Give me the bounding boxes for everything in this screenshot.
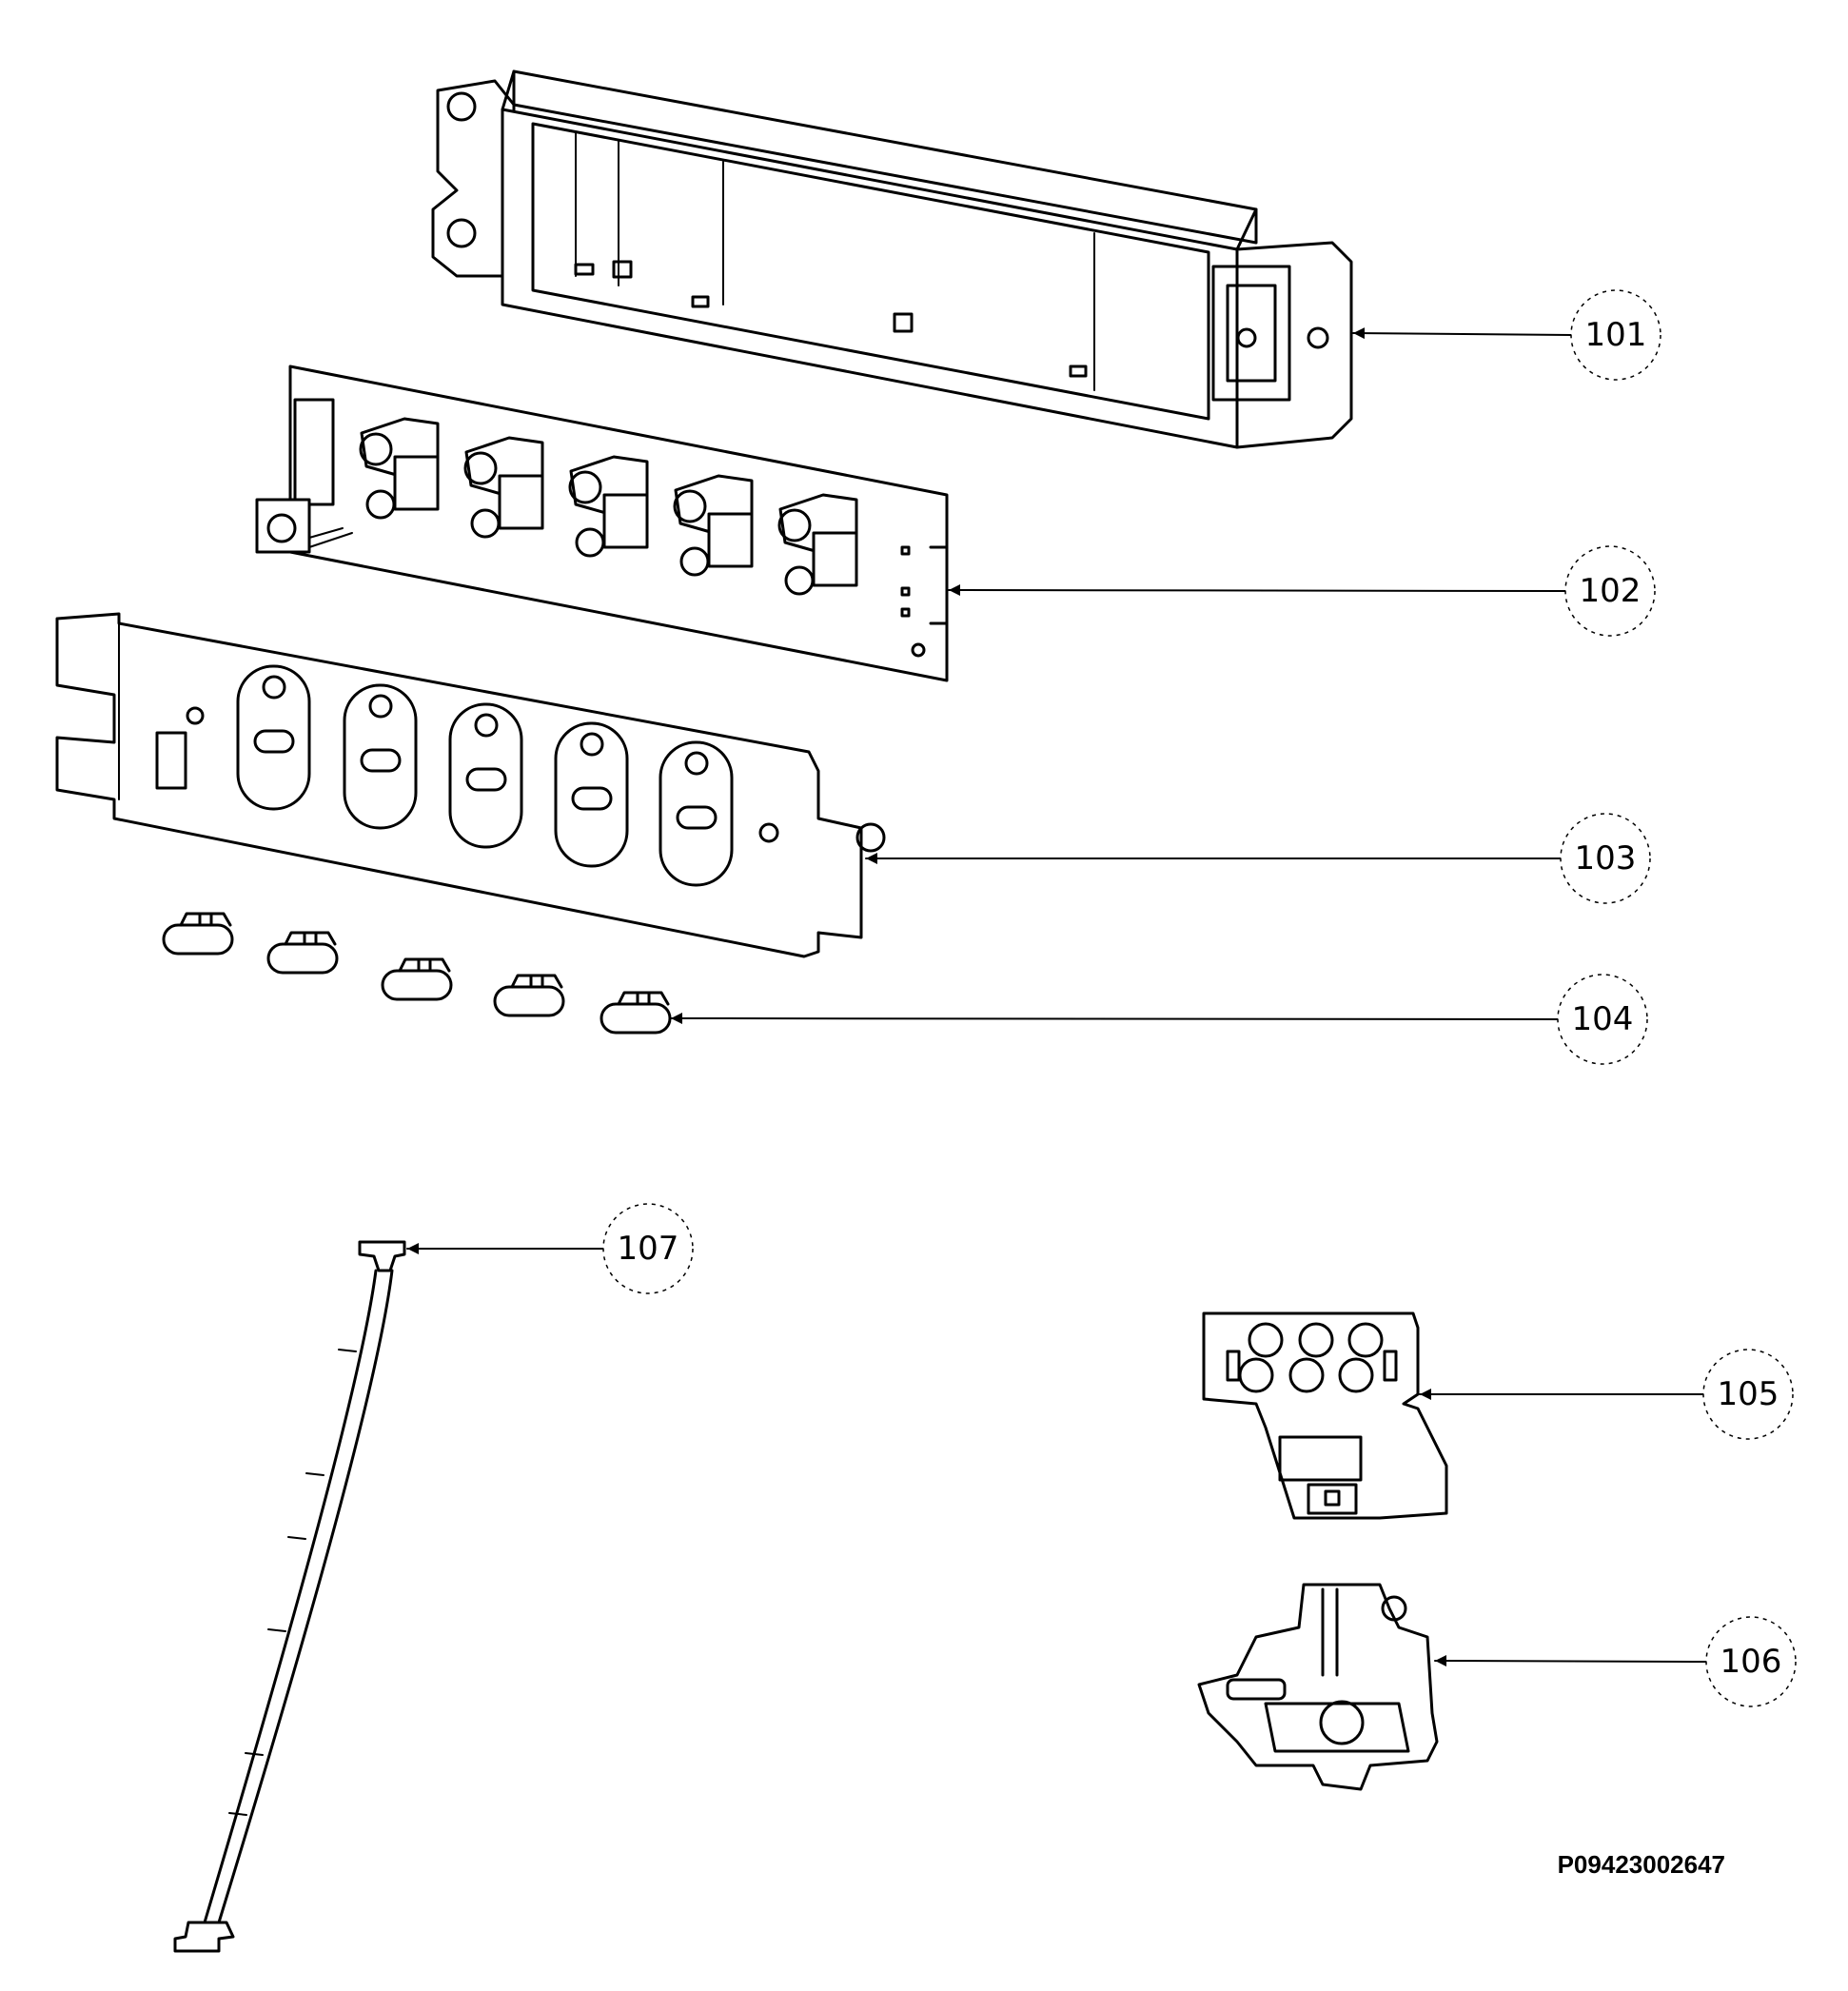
part-107-flat-cable xyxy=(173,1240,406,1953)
part-105-connector xyxy=(1202,1311,1448,1520)
svg-text:106: 106 xyxy=(1720,1643,1782,1681)
svg-text:107: 107 xyxy=(618,1230,679,1268)
button-cap xyxy=(266,931,339,975)
callout-107: 107 xyxy=(602,1203,694,1294)
svg-text:103: 103 xyxy=(1575,839,1637,877)
part-104-button-caps xyxy=(162,912,672,1035)
part-102-circuit-board xyxy=(255,365,949,682)
button-cap xyxy=(600,991,672,1035)
svg-text:101: 101 xyxy=(1585,316,1647,354)
panel-button-slots xyxy=(236,664,734,887)
button-cap xyxy=(493,974,565,1017)
svg-text:102: 102 xyxy=(1580,572,1642,610)
button-cap xyxy=(381,957,453,1001)
callout-leaders xyxy=(406,327,1707,1667)
svg-text:104: 104 xyxy=(1572,1000,1634,1038)
board-switches xyxy=(359,417,858,596)
document-code: P09423002647 xyxy=(1558,1850,1725,1879)
callout-105: 105 xyxy=(1702,1349,1794,1440)
callout-104: 104 xyxy=(1557,974,1648,1065)
part-106-connector-housing xyxy=(1197,1583,1439,1791)
button-cap xyxy=(162,912,234,956)
svg-text:105: 105 xyxy=(1718,1375,1779,1413)
callout-101: 101 xyxy=(1570,289,1661,381)
callout-103: 103 xyxy=(1560,813,1651,904)
callout-102: 102 xyxy=(1564,545,1656,637)
callout-106: 106 xyxy=(1705,1616,1797,1707)
part-101-housing xyxy=(431,69,1353,449)
part-103-front-panel xyxy=(55,612,886,958)
